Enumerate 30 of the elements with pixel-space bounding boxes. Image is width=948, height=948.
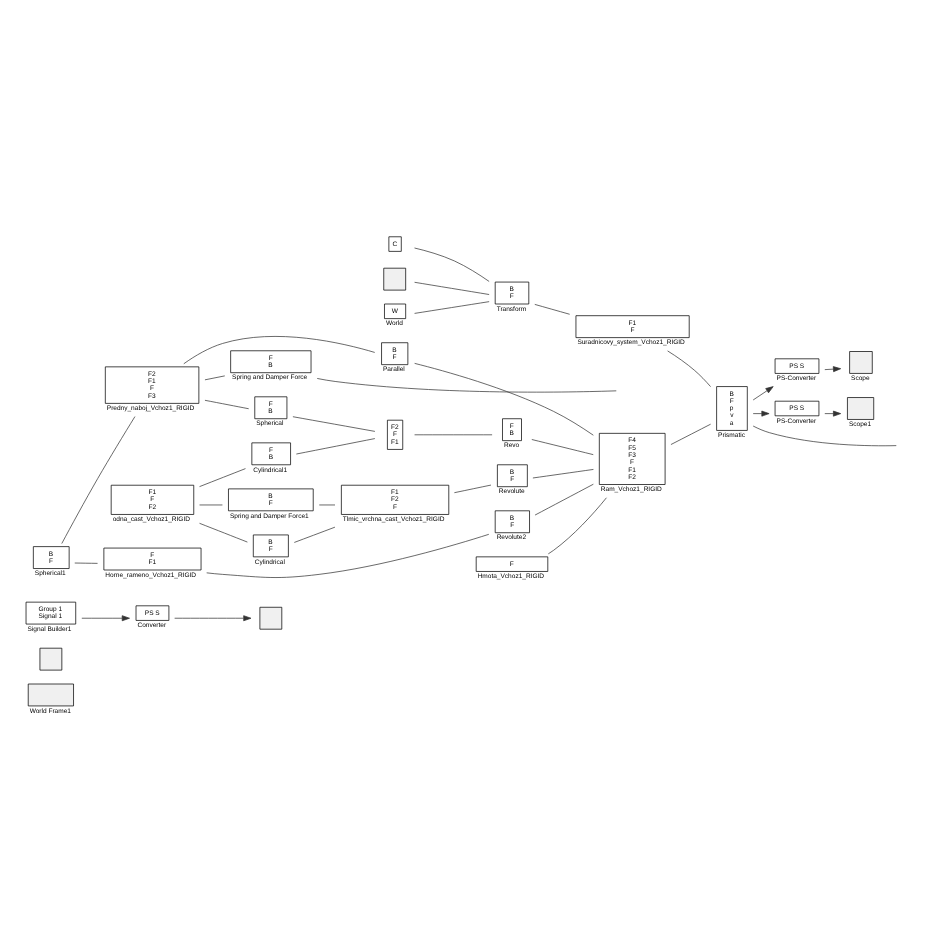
connector (61, 415, 136, 543)
arrow (752, 409, 770, 416)
connector (199, 467, 246, 486)
connector (414, 362, 594, 435)
connector (204, 398, 250, 409)
connector (414, 300, 490, 313)
connector (454, 483, 492, 493)
connector (670, 422, 711, 444)
connector (752, 424, 897, 446)
connector (204, 374, 226, 380)
connector (183, 335, 376, 364)
connector (199, 521, 248, 542)
connector (292, 415, 376, 431)
connector (534, 303, 571, 314)
connector (414, 280, 490, 294)
connector (293, 525, 336, 542)
arrow (81, 614, 130, 621)
connector (534, 482, 594, 515)
connector (316, 377, 617, 392)
connector (667, 349, 711, 387)
connector (547, 496, 607, 554)
arrow (752, 385, 774, 400)
connector (74, 561, 98, 563)
connector (532, 468, 594, 478)
arrow (824, 365, 842, 372)
connector (414, 246, 490, 281)
connector (531, 438, 594, 454)
arrow (174, 614, 252, 621)
arrow (824, 409, 842, 416)
connector (296, 437, 376, 454)
